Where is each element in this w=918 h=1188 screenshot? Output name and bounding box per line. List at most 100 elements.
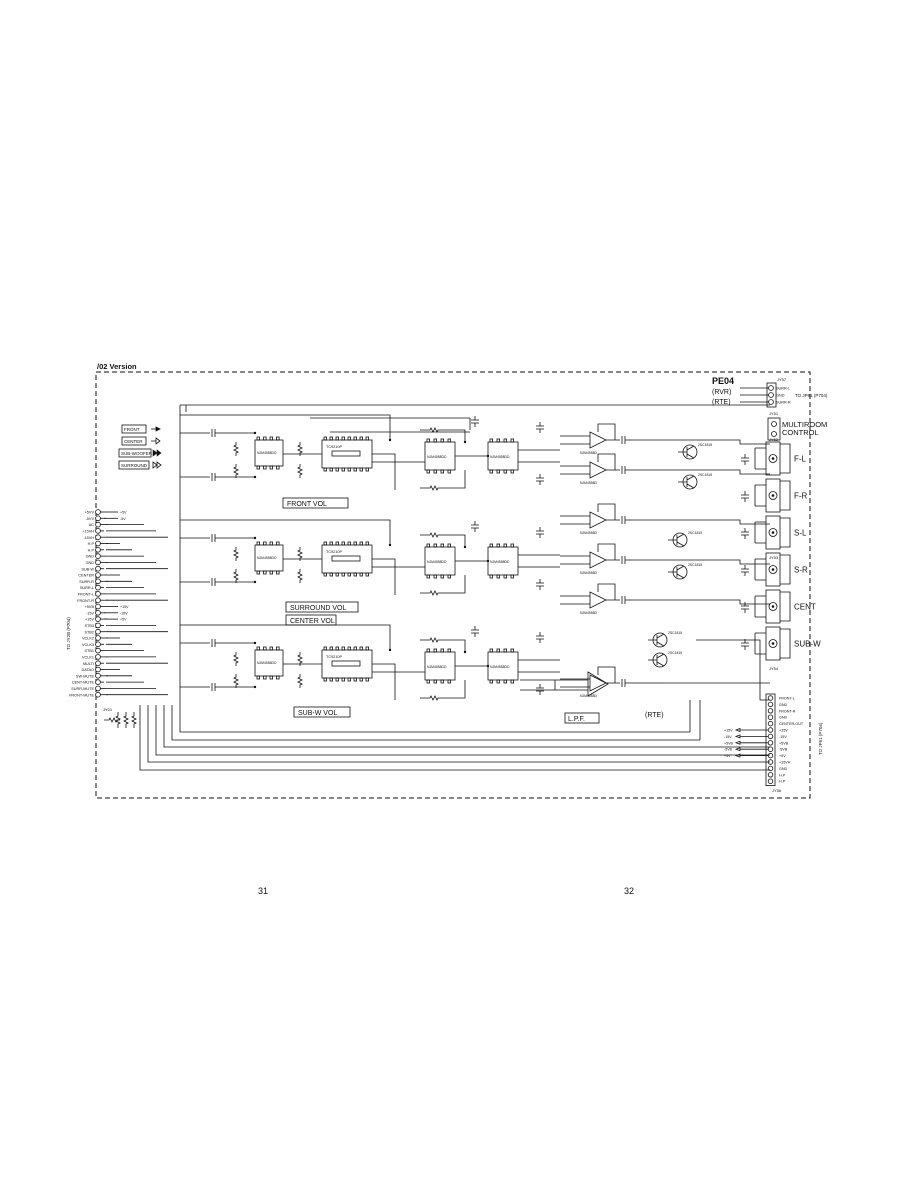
opamp-label: NJM4558D [580, 451, 598, 455]
transistor-label: 2SC1815 [668, 651, 682, 655]
opamp-ic [254, 544, 284, 572]
opamp-ic [254, 649, 284, 677]
right-pin-label: FRONT-R [779, 709, 796, 713]
rail-label: +15V [120, 605, 129, 609]
opamp-ic-label: NJM4558DD [427, 665, 447, 669]
connector-pin [95, 546, 101, 553]
connector-pin [95, 521, 101, 528]
left-connector-pin-label: -15VH [83, 536, 94, 540]
right-pin-label: H.P [779, 773, 786, 777]
connector-pin [95, 534, 101, 540]
subw-vol-label: SUB-W VOL [298, 710, 337, 717]
left-connector-pin-label: -15V [86, 611, 94, 615]
opamp-ic-label: NJM4558DD [490, 455, 510, 459]
left-connector-pin-label: SURR-R [79, 580, 94, 584]
right-pin-label: +15V [779, 729, 788, 733]
output-stage: NJM4558D [560, 583, 770, 615]
connector-pin [767, 695, 774, 701]
connector-pin [767, 733, 774, 740]
block-labels: FRONT VOL SURROUND VOL CENTER VOL SUB-W … [282, 497, 664, 724]
connector-pin [767, 752, 774, 759]
right-pin-label: -5VB [779, 748, 788, 752]
left-connector-pin-label: DATAO [81, 668, 94, 672]
legend-front-label: FRONT [124, 427, 140, 432]
board-variant-rvr: (RVR) [712, 389, 731, 396]
right-connector-note: TO JP61 (P704) [818, 722, 823, 755]
right-pin-label: -15V [779, 735, 787, 739]
output-stage: NJM4558D [560, 503, 770, 535]
transistor-label: 2SC1815 [688, 531, 702, 535]
connector-pin [95, 616, 101, 622]
output-stage: NJM4558D [560, 423, 770, 455]
connector-pin [95, 654, 101, 660]
rca-jack: S-L [741, 515, 807, 550]
jack-label: S-R [794, 566, 808, 575]
right-pin-label: +5V [779, 754, 786, 758]
connector-pin [767, 740, 774, 746]
connector-pin [95, 509, 101, 515]
connector-pin [767, 772, 774, 778]
jy51-ref: JY51 [769, 411, 779, 416]
right-pin-label: +15VH [779, 761, 791, 765]
left-connector-pin-label: +5VV [85, 511, 95, 515]
connector-pin [95, 660, 101, 666]
legend-surround-label: SURROUND [121, 463, 148, 468]
page-number-left: 31 [258, 886, 269, 896]
surround-vol-label: SURROUND VOL [290, 605, 347, 612]
outline-arrow-icon [151, 437, 161, 445]
connector-pin [95, 672, 101, 679]
left-connector-pin-label: STB1 [85, 649, 95, 653]
right-pin-label: CENTER-OUT [779, 722, 804, 726]
opamp-ic-label: NJM4558DD [490, 665, 510, 669]
left-connector-pin-label: SUB-W [81, 567, 94, 571]
top-bus-lines [179, 404, 770, 690]
board-outline [95, 371, 811, 799]
top-right-pin-label: SURR-R [776, 401, 791, 405]
connector-pin [95, 553, 101, 559]
rail-label: -5V [120, 517, 126, 521]
connector-pin [767, 746, 774, 752]
pullup-resistors [104, 712, 137, 728]
transistor: 2SC1815 [668, 563, 702, 580]
filled-arrow-icon [151, 426, 161, 432]
left-connector-pin-label: AC [89, 523, 95, 527]
rail-label: -15V [120, 611, 128, 615]
left-connector-pin-label: +5VB [85, 605, 95, 609]
right-connector-ref: JY56 [772, 788, 782, 793]
left-connector-pin-label: FRONT-L [78, 593, 94, 597]
left-connector-pin-label: FRONT-R [77, 599, 94, 603]
lpf-label: L.P.F. [568, 716, 585, 723]
rail-label: +15V [724, 729, 733, 733]
opamp-ic-label: NJM4558DD [427, 560, 447, 564]
output-stage: NJM4558D [560, 453, 770, 485]
rca-jack: F-R [741, 478, 808, 513]
opamp-ic [254, 439, 284, 467]
connector-pin [95, 609, 101, 616]
front-vol-label: FRONT VOL [287, 501, 327, 508]
center-vol-label: CENTER VOL [290, 618, 335, 625]
left-connector-pin-label: SURR-MUTE [71, 687, 94, 691]
rail-label: -5VB [724, 748, 733, 752]
left-connector-pin-label: +15VH [82, 530, 94, 534]
left-connector-pin-label: -5VV [86, 517, 95, 521]
rail-label: +5V [724, 754, 731, 758]
left-connector-pin-label: CENT-MUTE [72, 681, 95, 685]
right-pin-label: FRONT-L [779, 697, 795, 701]
opamp-label: NJM4558D [580, 531, 598, 535]
jack-label: CENT [794, 603, 816, 612]
jy54-ref: JY54 [769, 666, 779, 671]
opamp-label: NJM4558D [580, 571, 598, 575]
jack-label: F-L [794, 455, 807, 464]
connector-pin [768, 399, 774, 405]
transistor-label: 2SC1815 [698, 443, 712, 447]
connector-pin [95, 635, 101, 641]
left-connector-ref: JY01 [103, 707, 113, 712]
rail-label: +5V [120, 618, 127, 622]
opamp-label: NJM4558D [580, 611, 598, 615]
board-id: PE04 [712, 376, 734, 386]
rail-label: +5V [120, 511, 127, 515]
